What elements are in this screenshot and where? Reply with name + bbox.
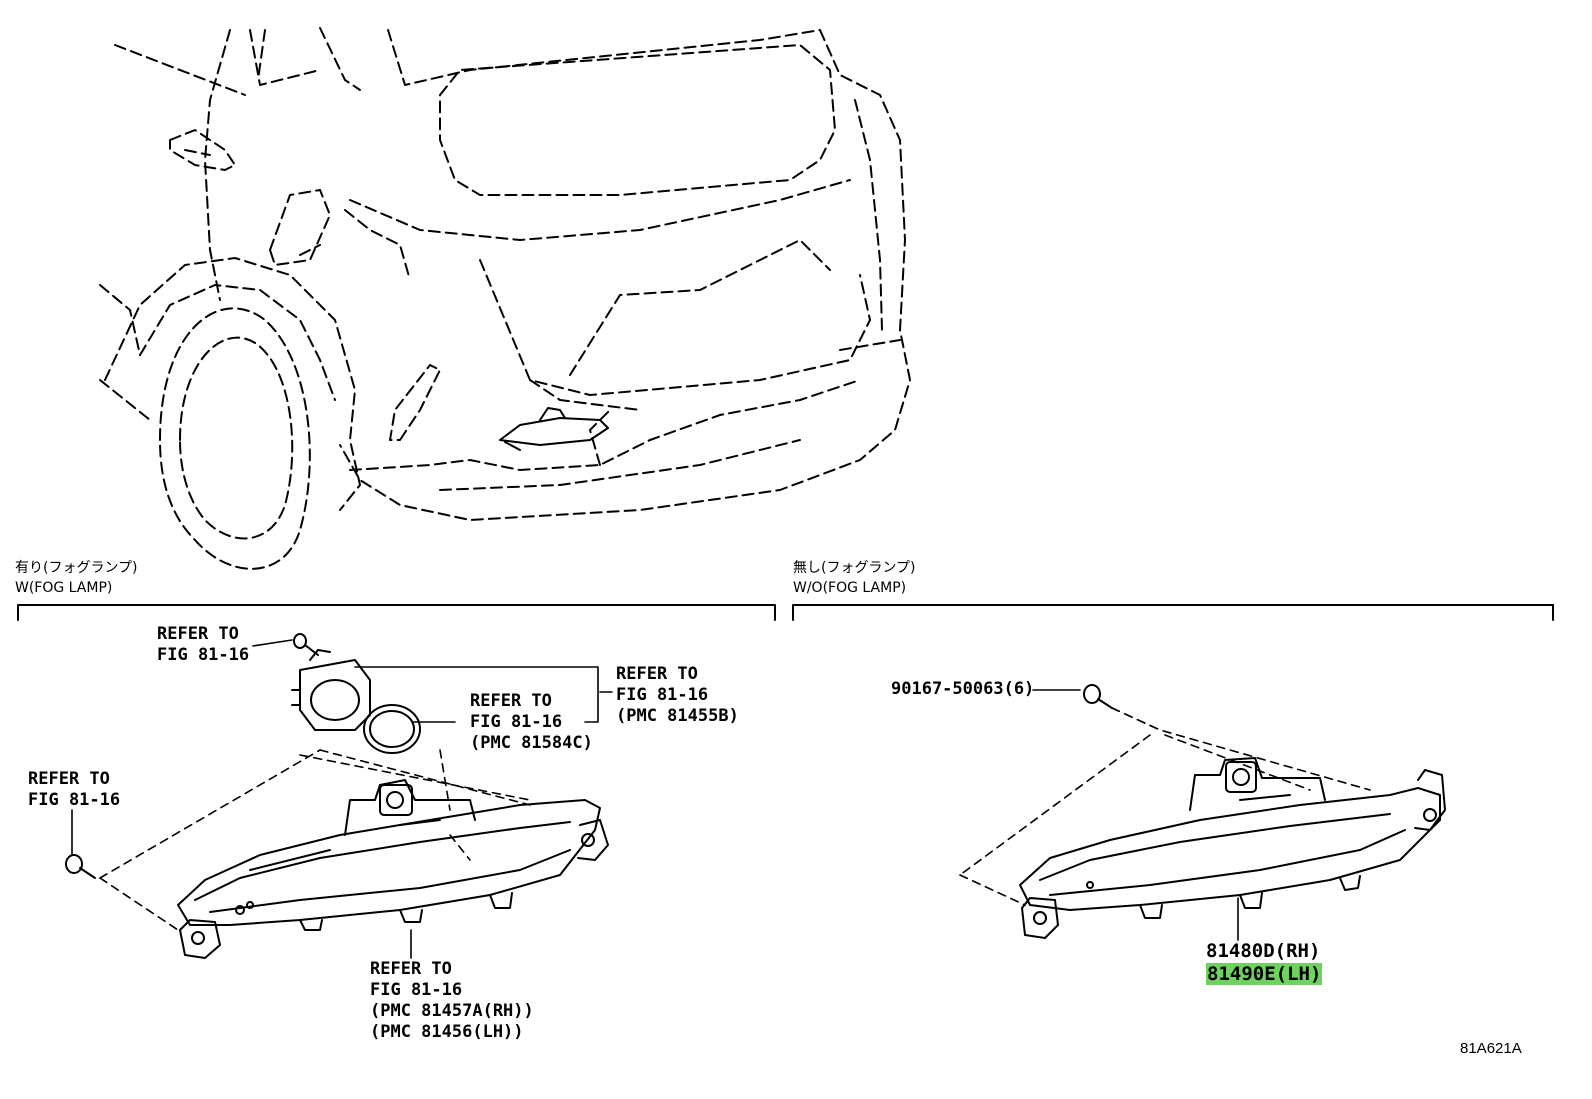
part-number-rh[interactable]: 81480D(RH) [1206, 940, 1321, 962]
dashed-guides-left [99, 749, 531, 931]
fog-lamp-assembly-left [177, 779, 609, 959]
dashed-guides-right [959, 707, 1371, 906]
screw-left-top [293, 633, 319, 656]
section-without-fog-jp: 無し(フォグランプ) [793, 560, 916, 576]
screw-left-side [65, 854, 96, 879]
leader-lines-right [1032, 689, 1239, 941]
reflector-assembly-right [1019, 757, 1446, 939]
diagram-code: 81A621A [1460, 1040, 1522, 1057]
socket-gasket-left [363, 704, 421, 754]
screw-right [1083, 684, 1113, 709]
fog-lamp-socket-left [291, 649, 371, 731]
part-number-lh[interactable]: 81490E(LH) [1206, 963, 1323, 986]
section-with-fog-jp: 有り(フォグランプ) [15, 560, 138, 576]
part-number-lh-highlight[interactable]: 81490E(LH) [1206, 963, 1323, 985]
section-with-fog-en: W(FOG LAMP) [15, 580, 113, 596]
vehicle-rear-outline [99, 27, 911, 570]
section-without-fog-en: W/O(FOG LAMP) [793, 580, 907, 596]
callout-screw-part-number[interactable]: 90167-50063(6) [891, 679, 1035, 699]
leader-lines-left [71, 639, 613, 959]
vehicle-fog-lamp-mark [499, 407, 609, 451]
section-brackets [17, 604, 1554, 621]
